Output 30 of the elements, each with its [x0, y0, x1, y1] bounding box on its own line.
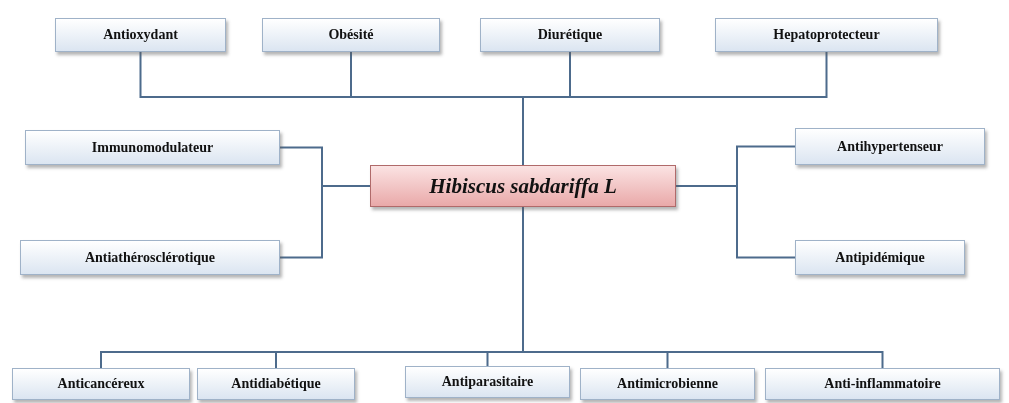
property-label: Antiathérosclérotique: [84, 249, 216, 266]
property-label: Antihypertenseur: [837, 138, 943, 155]
property-box: [55, 18, 226, 52]
property-box: [12, 368, 190, 400]
property-box: [795, 128, 985, 165]
property-label: Obésité: [328, 27, 374, 43]
property-label: Anti-inflammatoire: [824, 376, 941, 392]
property-box: [20, 240, 280, 275]
connector-line: [675, 185, 796, 259]
property-box: [480, 18, 660, 52]
property-label: Hepatoprotecteur: [773, 27, 880, 43]
property-label: Antioxydant: [103, 27, 178, 43]
property-box: [580, 368, 755, 400]
property-box: [262, 18, 440, 52]
property-label: Immunomodulateur: [91, 139, 214, 156]
property-box: [25, 130, 280, 165]
property-box: [795, 240, 965, 275]
property-label: Antipidémique: [835, 249, 925, 266]
property-label: Antiparasitaire: [441, 374, 534, 390]
central-box: [370, 165, 676, 207]
property-box: [765, 368, 1000, 400]
property-label: Anticancéreux: [57, 376, 145, 392]
property-label: Antidiabétique: [231, 376, 321, 392]
property-box: [405, 366, 570, 398]
property-label: Diurétique: [537, 27, 603, 43]
property-box: [715, 18, 938, 52]
property-box: [197, 368, 355, 400]
property-label: Antimicrobienne: [617, 376, 718, 392]
connector-line: [279, 185, 371, 259]
plant-name: Hibiscus sabdariffa L: [429, 173, 617, 199]
